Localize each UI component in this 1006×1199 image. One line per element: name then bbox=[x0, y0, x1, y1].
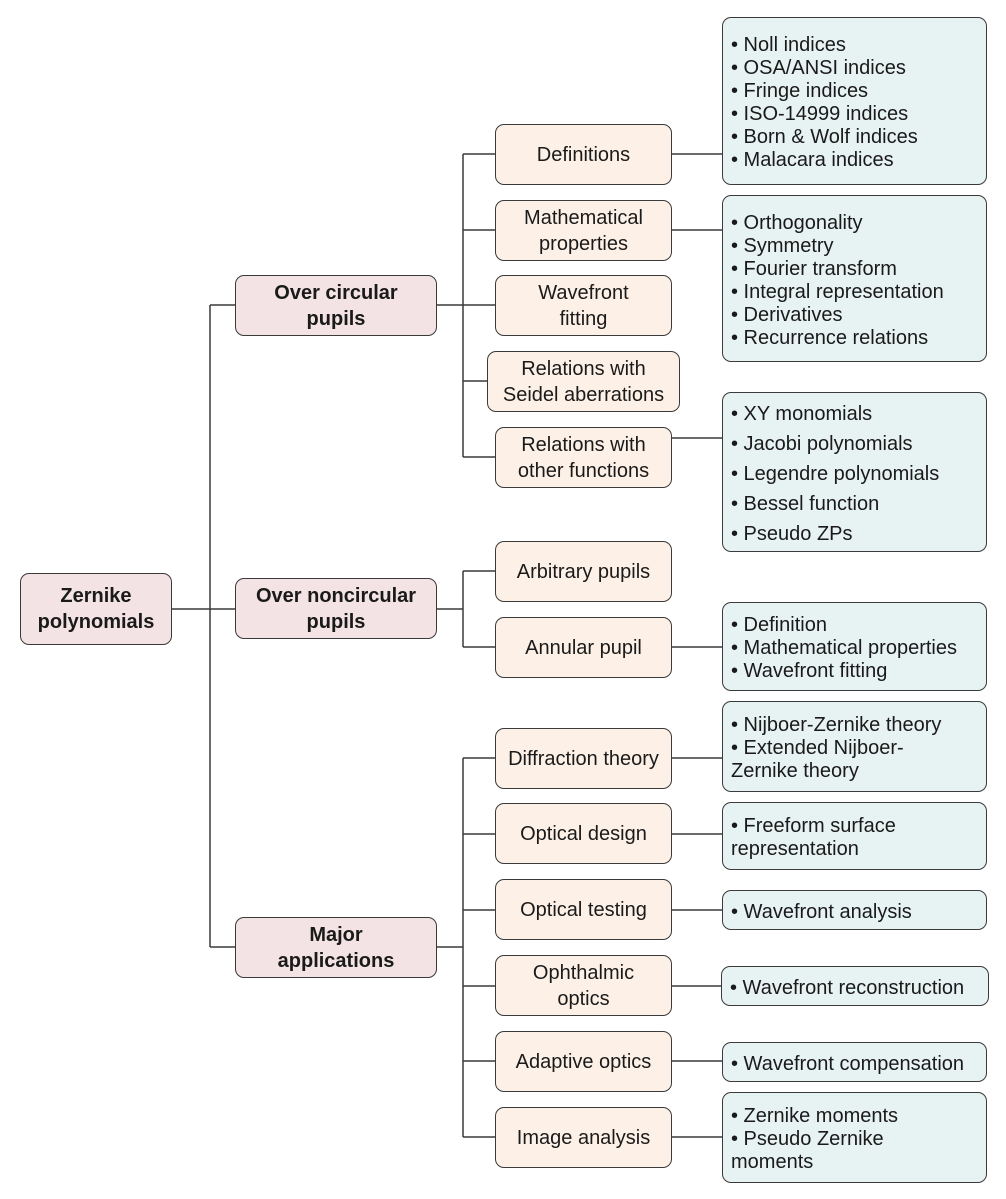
topic-label-line1: Wavefront bbox=[538, 281, 629, 304]
topic-adaptive-optics: Adaptive optics bbox=[495, 1031, 672, 1092]
topic-diffraction-theory: Diffraction theory bbox=[495, 728, 672, 789]
root-node: Zernike polynomials bbox=[20, 573, 172, 645]
leaf-item: • Mathematical properties bbox=[731, 637, 957, 659]
category-major-applications: Major applications bbox=[235, 917, 437, 978]
topic-label-line2: fitting bbox=[559, 307, 608, 330]
topic-label-line1: Arbitrary pupils bbox=[516, 560, 651, 583]
category-label-line2: applications bbox=[277, 949, 395, 972]
leaf-item: • Jacobi polynomials bbox=[731, 433, 913, 455]
topic-label-line1: Definitions bbox=[536, 143, 631, 166]
leaf-item: • XY monomials bbox=[731, 403, 873, 425]
leaf-item: • Integral representation bbox=[731, 280, 944, 303]
leaf-item: • ISO-14999 indices bbox=[731, 103, 909, 125]
topic-mathematical-properties: Mathematical properties bbox=[495, 200, 672, 261]
leaf-item: • Legendre polynomials bbox=[731, 463, 940, 485]
leaf-item: • Wavefront reconstruction bbox=[730, 976, 965, 999]
leaf-item: • Zernike moments bbox=[731, 1105, 899, 1127]
topic-label-line1: Optical testing bbox=[520, 898, 647, 921]
leaf-item: • Symmetry bbox=[731, 234, 834, 257]
topic-label-line1: Relations with bbox=[521, 433, 646, 456]
leaf-box-other-functions: • XY monomials • Jacobi polynomials • Le… bbox=[722, 392, 987, 552]
root-label-line2: polynomials bbox=[37, 611, 155, 633]
topic-optical-design: Optical design bbox=[495, 803, 672, 864]
topic-label-line1: Diffraction theory bbox=[508, 747, 659, 770]
topic-label-line2: Seidel aberrations bbox=[502, 383, 665, 406]
leaf-box-image-analysis: • Zernike moments • Pseudo Zernike momen… bbox=[722, 1092, 987, 1183]
topic-label-line2: other functions bbox=[517, 459, 650, 482]
topic-label-line1: Mathematical bbox=[524, 206, 643, 229]
topic-label-line1: Annular pupil bbox=[525, 636, 642, 659]
leaf-box-diffraction-theory: • Nijboer-Zernike theory • Extended Nijb… bbox=[722, 701, 987, 792]
leaf-item: • OSA/ANSI indices bbox=[731, 57, 906, 79]
leaf-item: • Freeform surface representation bbox=[731, 815, 896, 860]
leaf-item: • Wavefront fitting bbox=[731, 660, 888, 682]
topic-definitions: Definitions bbox=[495, 124, 672, 185]
topic-label-line1: Relations with bbox=[521, 357, 646, 380]
leaf-item: • Nijboer-Zernike theory bbox=[731, 714, 942, 736]
leaf-box-optical-design: • Freeform surface representation bbox=[722, 802, 987, 870]
leaf-box-optical-testing: • Wavefront analysis bbox=[722, 890, 987, 930]
leaf-item: • Pseudo ZPs bbox=[731, 523, 853, 545]
topic-label-line2: properties bbox=[539, 232, 628, 255]
topic-label-line1: Optical design bbox=[520, 822, 647, 845]
leaf-box-annular-pupil: • Definition • Mathematical properties •… bbox=[722, 602, 987, 691]
topic-relations-other-functions: Relations with other functions bbox=[495, 427, 672, 488]
category-noncircular-pupils: Over noncircular pupils bbox=[235, 578, 437, 639]
leaf-box-mathematical-properties: • Orthogonality • Symmetry • Fourier tra… bbox=[722, 195, 987, 362]
leaf-item: • Fourier transform bbox=[731, 257, 897, 280]
leaf-box-ophthalmic-optics: • Wavefront reconstruction bbox=[721, 966, 989, 1006]
leaf-item: • Fringe indices bbox=[731, 80, 869, 102]
leaf-item: • Extended Nijboer-Zernike theory bbox=[731, 737, 904, 782]
leaf-item: • Wavefront compensation bbox=[731, 1052, 965, 1075]
leaf-box-definitions: • Noll indices • OSA/ANSI indices • Frin… bbox=[722, 17, 987, 185]
category-label-line2: pupils bbox=[306, 610, 366, 633]
leaf-box-adaptive-optics: • Wavefront compensation bbox=[722, 1042, 987, 1082]
category-label-line1: Major bbox=[309, 923, 363, 946]
category-label-line2: pupils bbox=[306, 307, 366, 330]
topic-annular-pupil: Annular pupil bbox=[495, 617, 672, 678]
leaf-item: • Born & Wolf indices bbox=[731, 126, 918, 148]
leaf-item: • Wavefront analysis bbox=[731, 900, 912, 923]
topic-label-line1: Ophthalmic bbox=[532, 961, 635, 984]
leaf-item: • Derivatives bbox=[731, 303, 843, 326]
topic-image-analysis: Image analysis bbox=[495, 1107, 672, 1168]
category-label-line1: Over circular bbox=[274, 281, 398, 304]
leaf-item: • Definition bbox=[731, 614, 827, 636]
category-circular-pupils: Over circular pupils bbox=[235, 275, 437, 336]
topic-arbitrary-pupils: Arbitrary pupils bbox=[495, 541, 672, 602]
root-label-line1: Zernike bbox=[60, 585, 132, 607]
leaf-item: • Bessel function bbox=[731, 493, 880, 515]
leaf-item: • Noll indices bbox=[731, 34, 846, 56]
leaf-item: • Pseudo Zernike moments bbox=[731, 1128, 884, 1173]
topic-label-line2: optics bbox=[557, 987, 610, 1010]
leaf-item: • Malacara indices bbox=[731, 149, 894, 171]
topic-label-line1: Image analysis bbox=[516, 1126, 651, 1149]
category-label-line1: Over noncircular bbox=[255, 584, 417, 607]
leaf-item: • Recurrence relations bbox=[731, 326, 929, 349]
topic-relations-seidel: Relations with Seidel aberrations bbox=[487, 351, 680, 412]
topic-optical-testing: Optical testing bbox=[495, 879, 672, 940]
leaf-item: • Orthogonality bbox=[731, 211, 863, 234]
topic-ophthalmic-optics: Ophthalmic optics bbox=[495, 955, 672, 1016]
topic-wavefront-fitting: Wavefront fitting bbox=[495, 275, 672, 336]
topic-label-line1: Adaptive optics bbox=[515, 1050, 652, 1073]
